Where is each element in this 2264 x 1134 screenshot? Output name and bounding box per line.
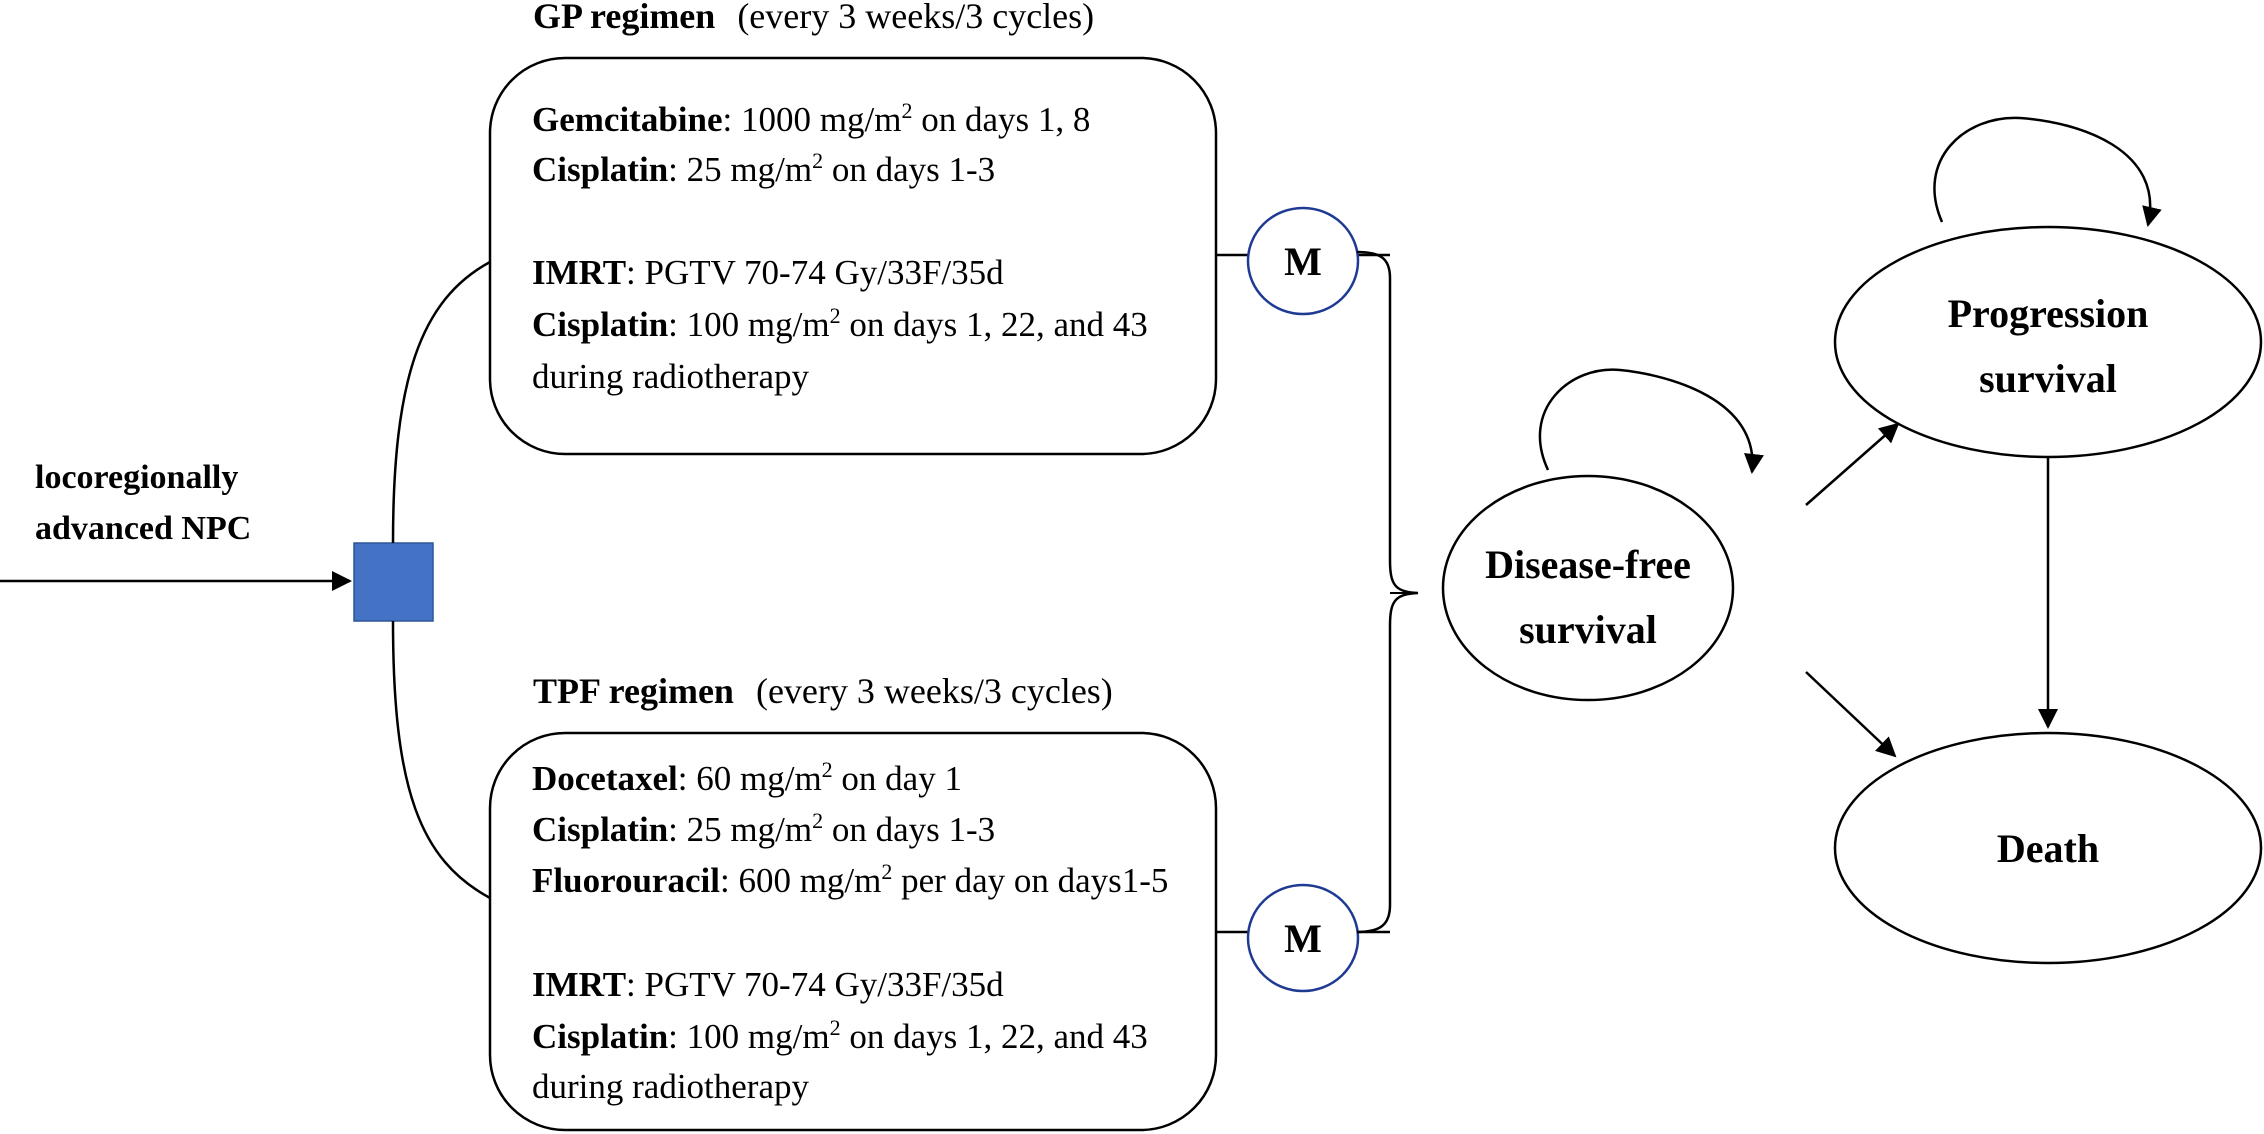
state-disease-free: [1441, 474, 1735, 702]
gp-line-3-after: on days 1, 22, and 43: [841, 305, 1148, 344]
tpf-line-2-drug: Fluorouracil: [532, 861, 720, 900]
gp-line-3-text: : 100 mg/m: [668, 305, 829, 344]
gp-line-2-drug: IMRT: [532, 253, 626, 292]
gp-line-2: IMRT: PGTV 70-74 Gy/33F/35d: [532, 253, 1004, 292]
tpf-line-3-text: : PGTV 70-74 Gy/33F/35d: [626, 965, 1004, 1004]
tpf-line-2-text: : 600 mg/m: [720, 861, 881, 900]
state-death-label: Death: [1997, 826, 2099, 871]
tpf-line-4-sup: 2: [830, 1015, 841, 1040]
branch-curve-upper: [391, 260, 491, 544]
tpf-line-4-after: on days 1, 22, and 43: [841, 1017, 1148, 1056]
tpf-line-4: Cisplatin: 100 mg/m2 on days 1, 22, and …: [532, 1015, 1148, 1056]
tpf-line-1-after: on days 1-3: [823, 810, 995, 849]
randomization-square: [353, 542, 434, 622]
tpf-line-3: IMRT: PGTV 70-74 Gy/33F/35d: [532, 965, 1004, 1004]
gp-line-0-sup: 2: [901, 98, 912, 123]
entry-group: locoregionally advanced NPC: [0, 459, 352, 591]
tpf-line-1-drug: Cisplatin: [532, 810, 668, 849]
tpf-line-2-sup: 2: [881, 859, 892, 884]
tpf-line-4-drug: Cisplatin: [532, 1017, 668, 1056]
gp-line-4: during radiotherapy: [532, 357, 809, 396]
state-disease-free-line1: Disease-free: [1485, 542, 1691, 587]
tpf-line-4-text: : 100 mg/m: [668, 1017, 829, 1056]
tpf-regimen-header: TPF regimen (every 3 weeks/3 cycles): [533, 671, 1113, 711]
self-loop-progression: [1933, 116, 2162, 227]
tpf-regimen-schedule: (every 3 weeks/3 cycles): [756, 671, 1113, 711]
state-progression: [1833, 225, 2263, 459]
gp-line-0: Gemcitabine: 1000 mg/m2 on days 1, 8: [532, 98, 1090, 139]
gp-line-1: Cisplatin: 25 mg/m2 on days 1-3: [532, 148, 995, 189]
tpf-line-1-sup: 2: [812, 808, 823, 833]
tpf-line-2-after: per day on days1-5: [892, 861, 1168, 900]
gp-line-1-text: : 25 mg/m: [668, 150, 812, 189]
gp-line-0-after: on days 1, 8: [912, 100, 1090, 139]
gp-line-1-sup: 2: [812, 148, 823, 173]
gp-regimen-title: GP regimen: [533, 0, 715, 36]
tpf-line-2: Fluorouracil: 600 mg/m2 per day on days1…: [532, 859, 1168, 900]
gp-regimen-schedule: (every 3 weeks/3 cycles): [737, 0, 1094, 36]
tpf-line-1-text: : 25 mg/m: [668, 810, 812, 849]
gp-line-1-after: on days 1-3: [823, 150, 995, 189]
gp-markov-marker-label: M: [1284, 239, 1322, 284]
state-disease-free-line2: survival: [1519, 607, 1657, 652]
tpf-line-0-sup: 2: [822, 757, 833, 782]
tpf-markov-marker-label: M: [1284, 916, 1322, 961]
tpf-line-0-after: on day 1: [833, 759, 962, 798]
entry-label-line2: advanced NPC: [35, 510, 251, 547]
gp-regimen-lines: Gemcitabine: 1000 mg/m2 on days 1, 8Cisp…: [532, 98, 1148, 396]
tpf-line-0: Docetaxel: 60 mg/m2 on day 1: [532, 757, 962, 798]
gp-line-2-text: : PGTV 70-74 Gy/33F/35d: [626, 253, 1004, 292]
transition-dfs-to-progression: [1805, 422, 1900, 506]
tpf-markov-marker: [1246, 883, 1360, 993]
tpf-line-3-drug: IMRT: [532, 965, 626, 1004]
state-progression-line2: survival: [1979, 356, 2117, 401]
gp-regimen-header: GP regimen (every 3 weeks/3 cycles): [533, 0, 1094, 36]
tpf-line-1: Cisplatin: 25 mg/m2 on days 1-3: [532, 808, 995, 849]
state-death: [1833, 731, 2263, 965]
gp-line-1-drug: Cisplatin: [532, 150, 668, 189]
gp-line-3-drug: Cisplatin: [532, 305, 668, 344]
gp-line-3: Cisplatin: 100 mg/m2 on days 1, 22, and …: [532, 303, 1148, 344]
self-loop-disease-free: [1538, 368, 1764, 474]
state-progression-line1: Progression: [1948, 291, 2149, 336]
transition-dfs-to-death: [1805, 671, 1897, 758]
gp-line-4-text: during radiotherapy: [532, 357, 809, 396]
tpf-line-5-text: during radiotherapy: [532, 1067, 809, 1106]
gp-line-0-drug: Gemcitabine: [532, 100, 723, 139]
entry-label-line1: locoregionally: [35, 459, 238, 496]
tpf-regimen-title: TPF regimen: [533, 671, 734, 711]
gp-line-3-sup: 2: [830, 303, 841, 328]
tpf-line-0-text: : 60 mg/m: [678, 759, 822, 798]
gp-line-0-text: : 1000 mg/m: [723, 100, 902, 139]
branch-curve-lower: [391, 620, 491, 900]
gp-markov-marker: [1246, 206, 1360, 316]
tpf-line-0-drug: Docetaxel: [532, 759, 678, 798]
tpf-line-5: during radiotherapy: [532, 1067, 809, 1106]
